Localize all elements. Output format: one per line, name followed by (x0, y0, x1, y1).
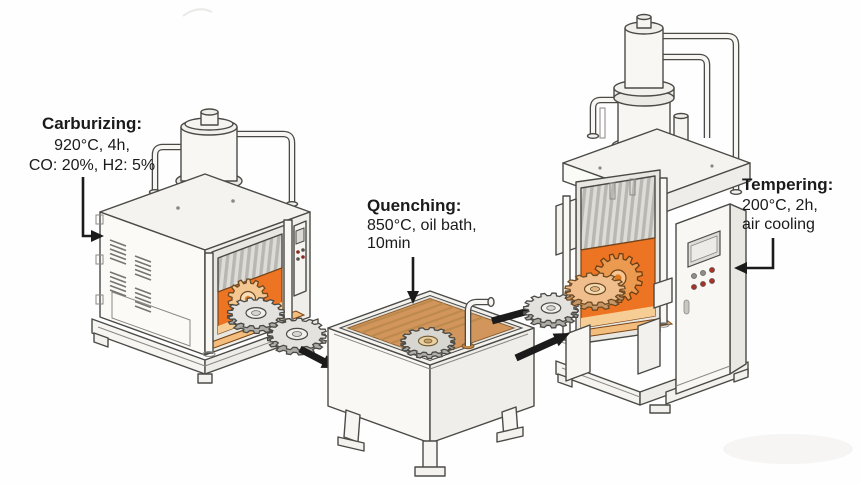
quenching-label-line1: 850°C, oil bath, (367, 217, 477, 234)
tempering-furnace-illustration (555, 13, 751, 414)
station-label-carburizing: Carburizing: 920°C, 4h, CO: 20%, H2: 5% (29, 114, 155, 242)
piston-rod (629, 178, 636, 196)
gear-workpiece-warm (564, 272, 626, 311)
gear-workpiece (266, 317, 328, 356)
door-hinge (95, 254, 104, 265)
frame-legs (565, 317, 661, 382)
quench-tank-illustration (327, 290, 535, 477)
cabinet-handle (683, 299, 690, 315)
quench-pipe (461, 296, 495, 350)
cabinet-button (700, 270, 706, 276)
carburizing-pointer-head (91, 230, 104, 242)
carburizing-label-line1: 920°C, 4h, (54, 137, 130, 154)
indicator-light (301, 248, 305, 252)
indicator-light (296, 250, 300, 254)
furnace-chamber (568, 169, 674, 345)
chamber-floor (581, 306, 655, 328)
station-label-tempering: Tempering: 200°C, 2h, air cooling (734, 175, 833, 274)
tempering-pointer-head (734, 262, 747, 274)
piston-rod (609, 182, 616, 200)
guide-posts (555, 177, 673, 344)
heating-curtain (580, 175, 656, 251)
quenching-label-title: Quenching: (367, 196, 461, 215)
vent-slats (109, 239, 152, 313)
indicator-light (301, 255, 305, 259)
gas-pipes (586, 32, 743, 195)
carburizing-label-line2: CO: 20%, H2: 5% (29, 157, 155, 174)
gear-workpiece (226, 297, 286, 335)
gear-workpiece (522, 292, 580, 329)
cabinet-button (700, 281, 706, 287)
door-hinge (95, 294, 104, 305)
cabinet-button (691, 273, 697, 279)
furnace-control-strip (293, 220, 307, 297)
control-cabinet (675, 203, 747, 395)
tempering-label-title: Tempering: (742, 175, 833, 194)
tempering-pointer-line (746, 238, 775, 270)
cabinet-button (709, 278, 715, 284)
tank-legs (337, 406, 524, 477)
gear-workpiece-quenched (400, 326, 456, 360)
quenching-pointer-head (407, 291, 419, 304)
station-label-quenching: Quenching: 850°C, oil bath, 10min (367, 196, 477, 304)
control-display (295, 227, 305, 245)
side-door-outline (111, 291, 191, 347)
background-smudges (182, 8, 853, 464)
carburizing-pointer-line (81, 177, 91, 238)
tempering-label-line2: air cooling (742, 216, 815, 233)
indicator-light (296, 257, 300, 261)
carburizing-label-title: Carburizing: (42, 114, 142, 133)
cabinet-button (709, 267, 715, 273)
tempering-label-line1: 200°C, 2h, (742, 197, 818, 214)
quenching-label-line2: 10min (367, 235, 411, 252)
process-arrow (514, 333, 570, 362)
door-hinge (95, 214, 104, 225)
cabinet-button (691, 284, 697, 290)
